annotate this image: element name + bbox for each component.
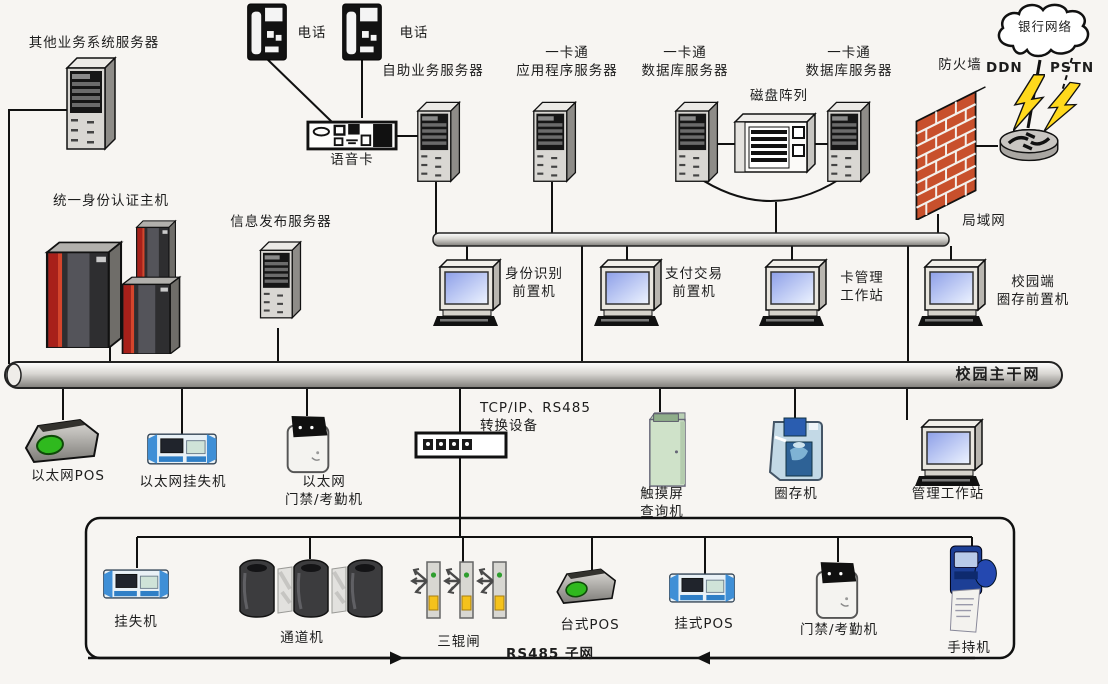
router-icon xyxy=(998,128,1060,163)
handheld-label: 手持机 xyxy=(947,640,991,656)
ethernet-access-label: 以太网 门禁/考勤机 xyxy=(284,474,364,508)
card-workstation-label: 卡管理 工作站 xyxy=(840,270,884,304)
voice-card-label: 语音卡 xyxy=(330,152,374,168)
backbone-pipe-endcap xyxy=(6,363,22,387)
touchscreen-kiosk-icon xyxy=(649,412,686,487)
rs485-arrows xyxy=(88,651,975,665)
pstn-label: PSTN xyxy=(1050,60,1095,76)
channel-gate-label: 通道机 xyxy=(280,630,324,646)
voice-card-icon xyxy=(306,120,398,151)
app-server-label: 一卡通 应用程序服务器 xyxy=(516,45,618,79)
bank-network-label: 银行网络 xyxy=(1017,19,1072,34)
pstn-link-line xyxy=(1059,57,1073,99)
telephone-icon xyxy=(342,3,382,61)
connector-lines xyxy=(8,57,998,574)
db-server-icon xyxy=(675,101,719,182)
other-server-label: 其他业务系统服务器 xyxy=(28,35,160,51)
telephone-label: 电话 xyxy=(297,25,327,41)
desktop-pos-icon xyxy=(556,568,616,604)
deposit-label: 圈存机 xyxy=(774,486,818,502)
mgmt-workstation-label: 管理工作站 xyxy=(911,486,985,502)
self-service-server-label: 自助业务服务器 xyxy=(382,63,484,79)
channel-gate-icon xyxy=(236,556,388,622)
access-attendance-label: 门禁/考勤机 xyxy=(799,622,879,638)
converter-label: TCP/IP、RS485 转换设备 xyxy=(480,400,591,434)
telephone-icon xyxy=(247,3,287,61)
auth-host-label: 统一身份认证主机 xyxy=(53,193,169,209)
db-server-label: 一卡通 数据库服务器 xyxy=(805,45,893,79)
wall-pos-label: 挂式POS xyxy=(674,616,734,632)
auth-host-server-icon xyxy=(121,276,181,354)
ethernet-loss-report-icon xyxy=(147,433,217,465)
touch-query-label: 触摸屏 查询机 xyxy=(640,486,684,520)
turnstile-label: 三辊闸 xyxy=(437,634,481,650)
backbone-label: 校园主干网 xyxy=(955,365,1041,383)
ddn-label: DDN xyxy=(986,60,1023,76)
deposit-machine-icon xyxy=(768,416,824,482)
handheld-terminal-icon xyxy=(949,545,998,633)
card-workstation-computer-icon xyxy=(758,259,827,327)
ethernet-pos-icon xyxy=(25,419,99,463)
lan-bus-pipe xyxy=(432,232,950,247)
loss-report-machine-icon xyxy=(103,569,169,599)
access-attendance-icon xyxy=(815,561,859,619)
campus-front-label: 校园端 圈存前置机 xyxy=(996,274,1070,308)
firewall-brick-wall-icon xyxy=(915,85,987,220)
db-server-icon xyxy=(827,101,871,182)
firewall-label: 防火墙 xyxy=(938,57,982,73)
ethernet-loss-label: 以太网挂失机 xyxy=(139,474,227,490)
lan-label: 局域网 xyxy=(962,213,1006,229)
wall-pos-icon xyxy=(669,573,735,603)
info-publish-server-icon xyxy=(259,241,302,319)
info-server-label: 信息发布服务器 xyxy=(230,214,332,230)
ethernet-access-attendance-icon xyxy=(286,414,330,474)
backbone-pipe xyxy=(4,361,1063,389)
rs485-subnet-label: RS485 子网 xyxy=(506,646,594,662)
tripod-turnstile-icon xyxy=(410,560,508,622)
desktop-pos-label: 台式POS xyxy=(560,617,620,633)
rs485-subnet-box xyxy=(84,516,1016,660)
loss-machine-label: 挂失机 xyxy=(114,614,158,630)
mgmt-workstation-computer-icon xyxy=(914,419,983,487)
disk-array-label: 磁盘阵列 xyxy=(750,88,808,104)
self-service-server-icon xyxy=(417,101,461,182)
pay-front-label: 支付交易 前置机 xyxy=(665,266,723,300)
app-server-icon xyxy=(533,101,577,182)
other-business-server-icon xyxy=(66,57,116,150)
telephone-label: 电话 xyxy=(399,25,429,41)
db-server-label: 一卡通 数据库服务器 xyxy=(641,45,729,79)
disk-array-icon xyxy=(734,113,816,173)
id-front-label: 身份识别 前置机 xyxy=(505,266,563,300)
ethernet-pos-label: 以太网POS xyxy=(31,468,105,484)
